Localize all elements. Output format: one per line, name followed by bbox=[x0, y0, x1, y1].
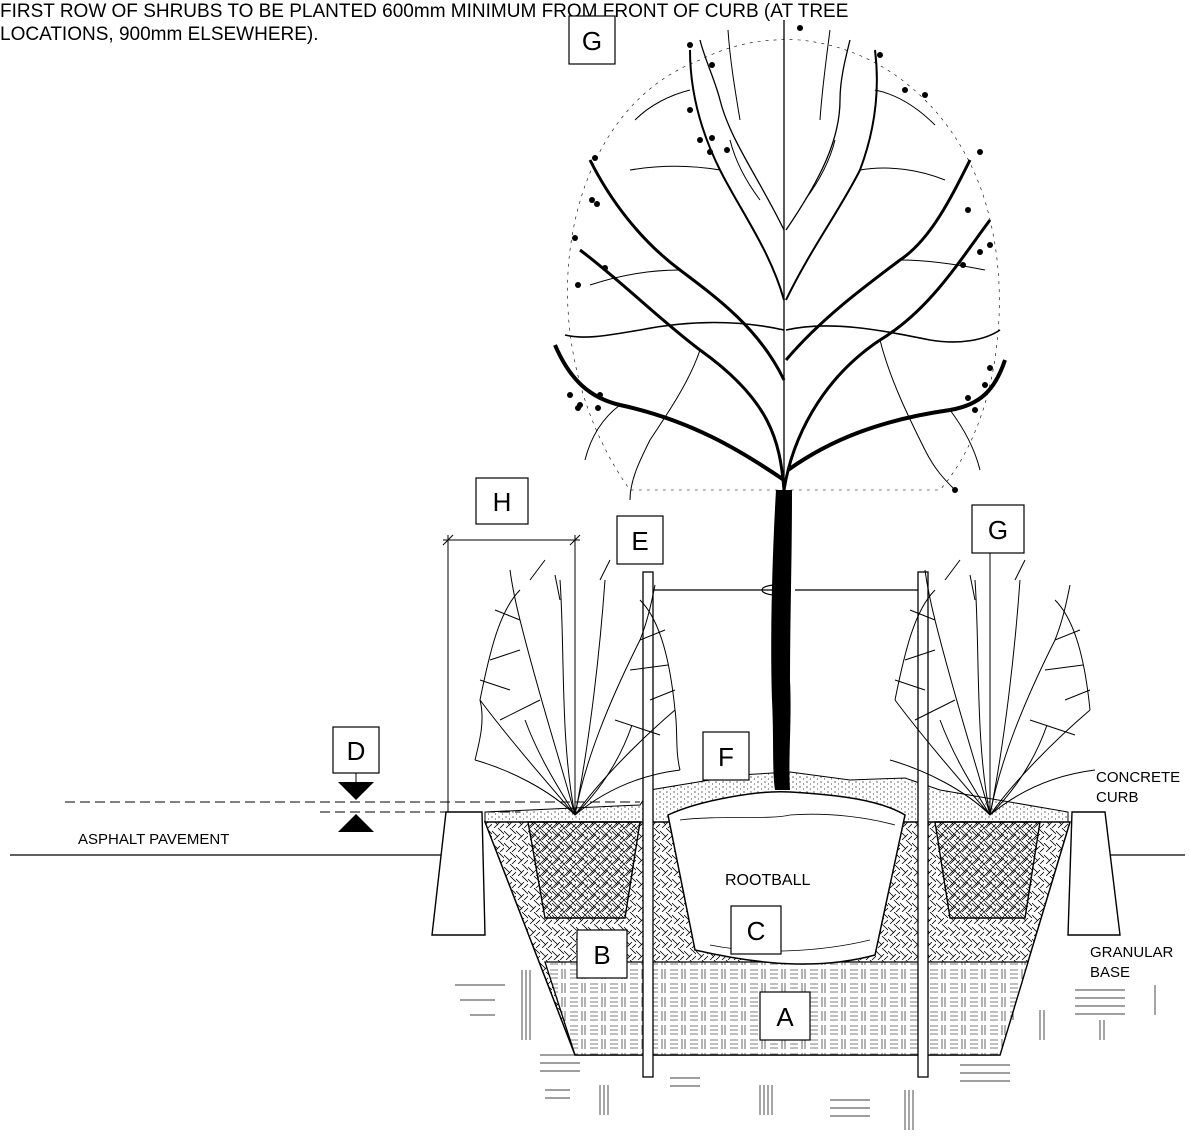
callout-h: H bbox=[475, 477, 529, 525]
callout-d-label: D bbox=[347, 736, 366, 766]
callout-f-label: F bbox=[718, 742, 734, 772]
callout-h-label: H bbox=[493, 487, 512, 517]
rootball-label: ROOTBALL bbox=[725, 872, 810, 889]
concrete-curb-label-line-2: CURB bbox=[1096, 789, 1139, 806]
tree-trunk bbox=[771, 490, 792, 790]
planting-note-line-2: LOCATIONS, 900mm ELSEWHERE). bbox=[0, 24, 319, 45]
shrub-left bbox=[474, 545, 681, 816]
shrub-right bbox=[889, 545, 1096, 816]
concrete-curb-label-line-1: CONCRETE bbox=[1096, 769, 1180, 786]
callout-b: B bbox=[576, 929, 628, 979]
rootball bbox=[667, 790, 906, 965]
callout-g-top-label: G bbox=[582, 26, 602, 56]
tree-canopy bbox=[553, 20, 1007, 501]
tree-stake-right bbox=[917, 571, 929, 1078]
depth-arrow-down bbox=[338, 782, 374, 800]
callout-c-label: C bbox=[747, 916, 766, 946]
concrete-curb-right bbox=[1067, 811, 1121, 936]
callout-a-label: A bbox=[776, 1002, 794, 1032]
shrub-rootball-right bbox=[934, 821, 1041, 919]
callout-e: E bbox=[616, 515, 664, 565]
callout-f: F bbox=[702, 731, 750, 781]
callout-e-label: E bbox=[631, 526, 648, 556]
callout-g-right-label: G bbox=[988, 515, 1008, 545]
depth-arrow-up bbox=[338, 814, 374, 832]
callout-d: D bbox=[332, 726, 380, 774]
callout-a: A bbox=[759, 991, 811, 1041]
asphalt-pavement-label: ASPHALT PAVEMENT bbox=[78, 831, 229, 848]
callout-g-right: G bbox=[971, 504, 1025, 554]
planting-note: FIRST ROW OF SHRUBS TO BE PLANTED 600mm … bbox=[0, 0, 848, 46]
granular-base-label-line-2: BASE bbox=[1090, 964, 1130, 981]
callout-g-top: G bbox=[568, 15, 616, 65]
granular-base-label-line-1: GRANULAR bbox=[1090, 944, 1174, 961]
callout-c: C bbox=[730, 905, 782, 955]
dimension-h bbox=[442, 534, 581, 812]
concrete-curb-left bbox=[431, 811, 486, 936]
tree-stake-left bbox=[642, 571, 654, 1078]
planting-note-line-1: FIRST ROW OF SHRUBS TO BE PLANTED 600mm … bbox=[0, 1, 849, 22]
callout-b-label: B bbox=[593, 940, 610, 970]
subgrade-texture bbox=[455, 970, 1156, 1130]
shrub-rootball-left bbox=[527, 821, 641, 919]
